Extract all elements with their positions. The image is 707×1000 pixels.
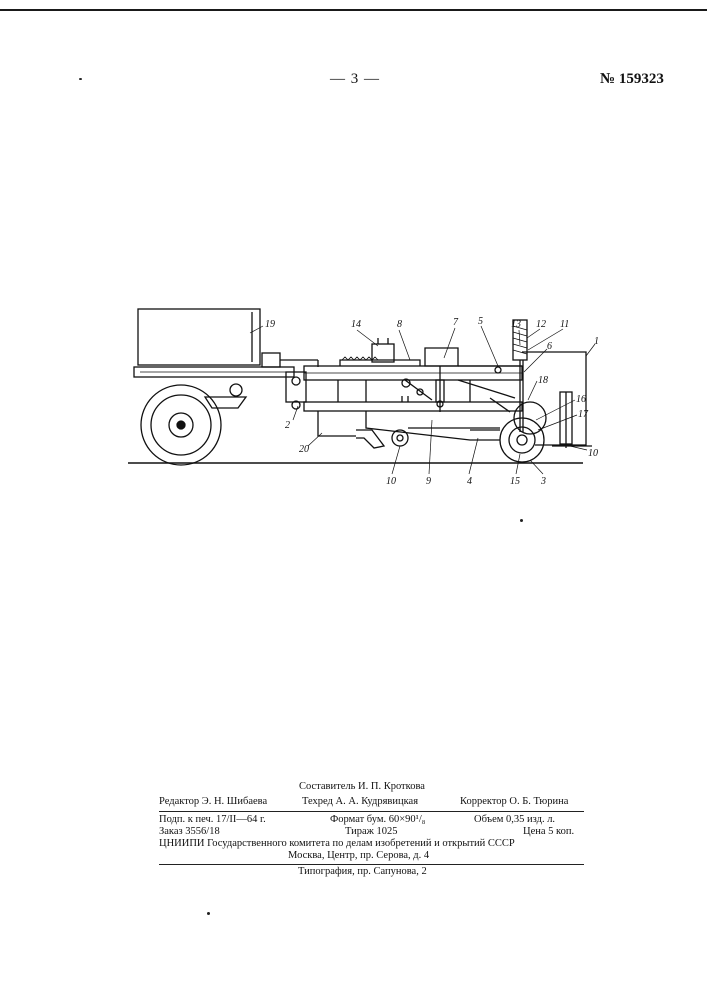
imprint-order: Заказ 3556/18 xyxy=(159,826,220,837)
trailer-coupler xyxy=(262,353,280,367)
imprint-circulation: Тираж 1025 xyxy=(345,826,398,837)
label-17: 17 xyxy=(578,409,589,420)
label-6: 6 xyxy=(547,341,552,352)
arm-5 xyxy=(458,380,515,398)
label-12: 12 xyxy=(536,319,546,330)
rear-wheel xyxy=(500,418,544,462)
main-frame-lower xyxy=(304,402,522,411)
label-11: 11 xyxy=(560,319,569,330)
nozzle-20 xyxy=(356,430,384,448)
label-18: 18 xyxy=(538,375,548,386)
box-14 xyxy=(372,344,394,362)
imprint-volume: Объем 0,35 изд. л. xyxy=(474,814,555,825)
lower-arm xyxy=(366,411,500,440)
label-14: 14 xyxy=(351,319,361,330)
label-16: 16 xyxy=(576,394,586,405)
label-19: 19 xyxy=(265,319,275,330)
label-5: 5 xyxy=(478,316,483,327)
label-10: 10 xyxy=(386,476,396,487)
imprint-publisher: ЦНИИПИ Государственного комитета по дела… xyxy=(159,838,515,849)
link-20 xyxy=(318,411,356,436)
top-plate xyxy=(340,360,420,366)
imprint-printer: Типография, пр. Сапунова, 2 xyxy=(298,866,427,877)
label-7: 7 xyxy=(453,317,459,328)
imprint-rule-bottom xyxy=(159,864,584,865)
imprint-techred: Техред А. А. Кудрявицкая xyxy=(302,796,418,807)
imprint-rule-top xyxy=(159,811,584,812)
label-1: 1 xyxy=(594,336,599,347)
label-8: 8 xyxy=(397,319,402,330)
trailer-hub xyxy=(230,384,242,396)
trailer-tank xyxy=(138,309,260,365)
housing-7 xyxy=(425,348,458,366)
imprint-format: Формат бум. 60×90¹/₈ xyxy=(330,814,425,825)
imprint-corrector: Корректор О. Б. Тюрина xyxy=(460,796,568,807)
imprint-price: Цена 5 коп. xyxy=(523,826,574,837)
imprint-address: Москва, Центр, пр. Серова, д. 4 xyxy=(288,850,429,861)
label-4: 4 xyxy=(467,476,472,487)
label-9: 9 xyxy=(426,476,431,487)
label-20: 20 xyxy=(299,444,309,455)
label-2: 2 xyxy=(285,420,290,431)
imprint-editor: Редактор Э. Н. Шибаева xyxy=(159,796,267,807)
imprint-compiler: Составитель И. П. Кроткова xyxy=(299,781,425,792)
label-15: 15 xyxy=(510,476,520,487)
label-10-right: 10 xyxy=(588,448,598,459)
label-3: 3 xyxy=(540,476,546,487)
label-13: 13 xyxy=(511,319,521,330)
imprint-signed: Подп. к печ. 17/II—64 г. xyxy=(159,814,266,825)
